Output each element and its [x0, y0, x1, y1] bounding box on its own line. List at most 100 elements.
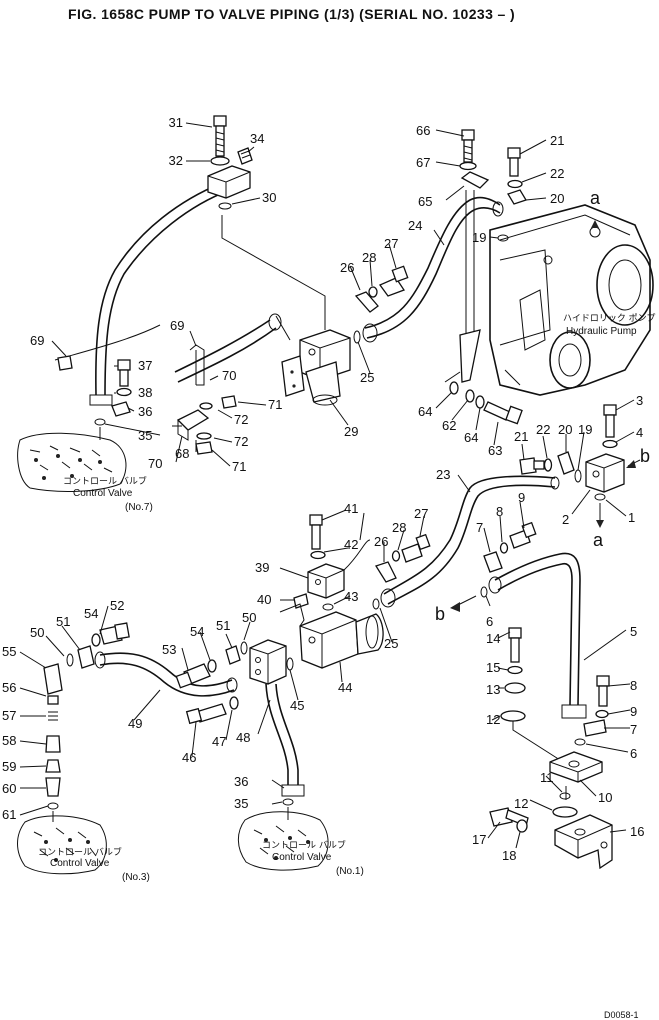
callout-70-top: 70	[222, 368, 236, 383]
clamp-20-mid	[557, 451, 575, 475]
callout-35-top: 35	[138, 428, 152, 443]
control-valve-no7	[17, 432, 127, 492]
block-2	[585, 453, 625, 493]
washer-9-low	[595, 709, 609, 719]
callout-1: 1	[628, 510, 635, 525]
callout-68: 68	[175, 446, 189, 461]
callout-7-low: 7	[630, 722, 637, 737]
washer-22-mid	[543, 458, 553, 472]
washer-54-mid	[207, 659, 217, 673]
nut-71-bottom	[195, 441, 213, 455]
callout-28-top: 28	[362, 250, 376, 265]
bolt-21-top	[507, 147, 521, 177]
callout-22-top: 22	[550, 166, 564, 181]
bracket-68	[176, 409, 210, 441]
callout-3: 3	[636, 393, 643, 408]
callout-71-bottom: 71	[232, 459, 246, 474]
callout-50-mid: 50	[242, 610, 256, 625]
callout-45: 45	[290, 698, 304, 713]
callout-51-mid: 51	[216, 618, 230, 633]
clamp-69-end	[57, 355, 73, 371]
ref-letter-a-top: a	[590, 188, 601, 208]
callout-9-low: 9	[630, 704, 637, 719]
bolt-53	[175, 663, 211, 689]
callout-26-mid: 26	[374, 534, 388, 549]
cushion-12-low	[552, 806, 578, 818]
callout-47: 47	[212, 734, 226, 749]
control-valve-no3-num: (No.3)	[122, 872, 150, 883]
control-valve-no7-num: (No.7)	[125, 502, 153, 513]
leader-bracket	[444, 371, 461, 383]
drawing-code: D0058-1	[604, 1010, 639, 1020]
callout-8-low: 8	[630, 678, 637, 693]
nut-56	[47, 695, 59, 705]
callout-52: 52	[110, 598, 124, 613]
seat-59	[45, 759, 61, 773]
clamp-36-top	[111, 401, 131, 417]
callout-64-right: 64	[464, 430, 478, 445]
callout-12-low: 12	[514, 796, 528, 811]
washer-15	[507, 665, 523, 675]
callout-40: 40	[257, 592, 271, 607]
o-ring-19-mid	[574, 469, 582, 483]
washer-8-mid	[499, 542, 509, 554]
callout-7-mid: 7	[476, 520, 483, 535]
pipe-24	[362, 196, 504, 343]
callout-65: 65	[418, 194, 432, 209]
callout-19-mid: 19	[578, 422, 592, 437]
callout-10: 10	[598, 790, 612, 805]
bracket-16	[554, 814, 613, 870]
callout-5: 5	[630, 624, 637, 639]
callout-21-mid: 21	[514, 429, 528, 444]
arrow-b-left	[450, 602, 460, 612]
flange-block-31	[207, 165, 251, 199]
callout-12-top: 12	[486, 712, 500, 727]
o-ring-6-low	[574, 738, 586, 746]
o-ring-61	[47, 802, 59, 810]
leader-lines	[19, 122, 635, 849]
callout-59: 59	[2, 759, 16, 774]
callout-21-top: 21	[550, 133, 564, 148]
callout-72-top: 72	[234, 412, 248, 427]
cushion-13	[504, 682, 526, 694]
callout-28-mid: 28	[392, 520, 406, 535]
callout-31: 31	[169, 115, 183, 130]
callout-17: 17	[472, 832, 486, 847]
o-ring-43	[322, 603, 334, 611]
control-valve-no1-num: (No.1)	[336, 866, 364, 877]
bolt-31	[213, 115, 227, 157]
callout-72-bottom: 72	[234, 434, 248, 449]
bolt-66	[461, 129, 475, 163]
callout-71-top: 71	[268, 397, 282, 412]
pipe-49	[94, 651, 238, 697]
o-ring-6-mid	[480, 586, 488, 598]
callout-23: 23	[436, 467, 450, 482]
o-ring-30	[218, 202, 232, 210]
callout-25-mid: 25	[384, 636, 398, 651]
washer-28-top	[368, 286, 378, 298]
ref-letter-a-bottom: a	[593, 530, 604, 550]
control-valve-no3	[17, 815, 107, 875]
control-valve-no1	[237, 811, 329, 871]
spacer-11	[559, 792, 571, 800]
bolt-37	[117, 359, 131, 387]
callout-44: 44	[338, 680, 352, 695]
callout-15: 15	[486, 660, 500, 675]
callout-67: 67	[416, 155, 430, 170]
clamp-7-low	[583, 719, 607, 737]
callout-6-low: 6	[630, 746, 637, 761]
bolt-63	[483, 401, 523, 425]
callout-35-bottom: 35	[234, 796, 248, 811]
callout-29: 29	[344, 424, 358, 439]
washer-64-left	[449, 381, 459, 395]
bracket-65	[459, 171, 490, 383]
callout-38: 38	[138, 385, 152, 400]
callout-43: 43	[344, 589, 358, 604]
control-valve-no7-en: Control Valve	[73, 488, 133, 499]
callout-63: 63	[488, 443, 502, 458]
pipe-69-upper	[89, 182, 231, 406]
callout-51-left: 51	[56, 614, 70, 629]
washer-47	[229, 696, 239, 710]
callout-69-mid: 69	[170, 318, 184, 333]
figure-title: FIG. 1658C PUMP TO VALVE PIPING (1/3) (S…	[68, 6, 516, 22]
